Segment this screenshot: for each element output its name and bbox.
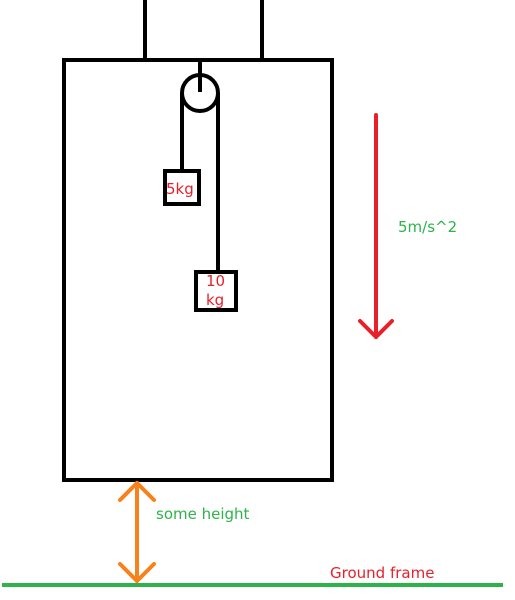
mass-label-large-line2: kg [206, 291, 224, 309]
mass-block-small [163, 169, 201, 206]
height-gap-label: some height [156, 505, 250, 523]
acceleration-label: 5m/s^2 [398, 218, 457, 236]
mass-label-large-line1: 10 [206, 272, 225, 290]
double-arrow-vertical-icon [118, 481, 156, 583]
arrow-down-icon [358, 113, 394, 339]
mass-block-large [194, 270, 238, 312]
mass-label-small: 5kg [166, 180, 194, 198]
ground-label: Ground frame [330, 564, 434, 582]
